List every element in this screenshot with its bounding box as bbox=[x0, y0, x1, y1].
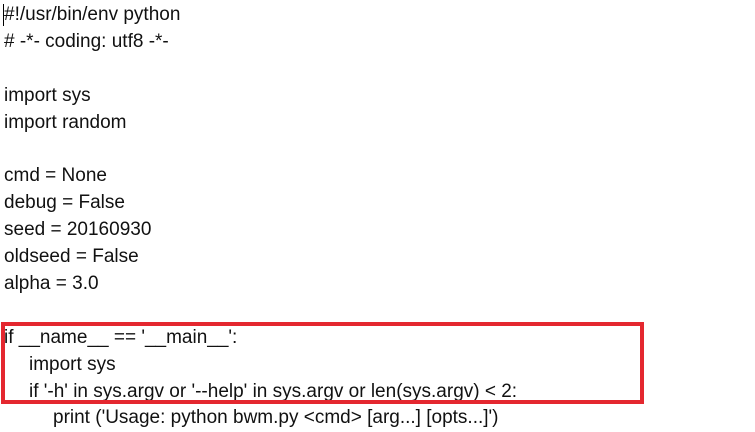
text-cursor bbox=[3, 4, 4, 26]
code-line-4: import sys bbox=[4, 85, 91, 106]
code-line-7: cmd = None bbox=[4, 165, 107, 186]
code-line-8: debug = False bbox=[4, 192, 125, 213]
code-line-10: oldseed = False bbox=[4, 246, 139, 267]
code-line-16: print ('Usage: python bwm.py <cmd> [arg.… bbox=[53, 407, 499, 428]
code-line-14: import sys bbox=[29, 354, 116, 375]
code-line-15: if '-h' in sys.argv or '--help' in sys.a… bbox=[29, 381, 518, 402]
code-line-1: #!/usr/bin/env python bbox=[4, 4, 181, 25]
code-line-13: if __name__ == '__main__': bbox=[4, 327, 238, 348]
code-line-5: import random bbox=[4, 112, 127, 133]
code-line-2: # -*- coding: utf8 -*- bbox=[4, 31, 169, 52]
code-line-9: seed = 20160930 bbox=[4, 219, 152, 240]
code-line-11: alpha = 3.0 bbox=[4, 273, 99, 294]
